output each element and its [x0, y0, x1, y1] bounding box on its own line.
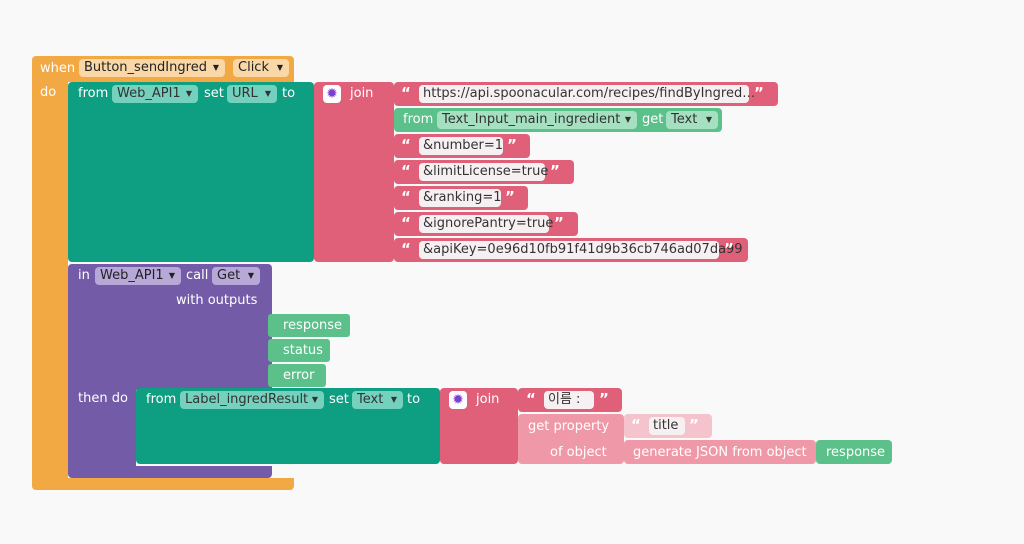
open-quote-icon: “ [401, 84, 411, 102]
close-quote-icon: ” [689, 416, 699, 434]
event-block-footer [32, 478, 294, 490]
chevron-down-icon: ▼ [264, 89, 271, 98]
close-quote-icon: ” [554, 214, 564, 232]
from-keyword: from [78, 86, 109, 101]
web-api-component-label: Web_API1 [117, 86, 181, 101]
chevron-down-icon: ▼ [212, 63, 219, 72]
event-block-body [32, 80, 68, 478]
to-keyword: to [407, 392, 421, 407]
with-outputs-label: with outputs [176, 293, 258, 308]
text-input-component-dropdown[interactable]: Text_Input_main_ingredient ▼ [437, 111, 637, 129]
set-url-block[interactable] [68, 82, 314, 262]
event-component-dropdown[interactable]: Button_sendIngred ▼ [79, 59, 225, 77]
label-component-label: Label_ingredResult [185, 392, 309, 407]
status-output-block[interactable] [268, 339, 330, 362]
label-property-label: Text [357, 392, 384, 407]
call-keyword: call [186, 268, 209, 283]
close-quote-icon: ” [507, 136, 517, 154]
close-quote-icon: ” [754, 84, 764, 102]
open-quote-icon: “ [401, 162, 411, 180]
close-quote-icon: ” [724, 240, 734, 258]
open-quote-icon: “ [401, 136, 411, 154]
event-name-label: Click [238, 60, 269, 75]
event-name-dropdown[interactable]: Click ▼ [233, 59, 289, 77]
response-output-label: response [283, 318, 343, 333]
response-variable-block[interactable] [816, 440, 892, 464]
open-quote-icon: “ [631, 416, 641, 434]
get-property-block[interactable] [518, 414, 624, 464]
property-name-text[interactable]: title [649, 417, 685, 435]
error-output-block[interactable] [268, 364, 326, 387]
label-component-dropdown[interactable]: Label_ingredResult ▼ [180, 391, 324, 409]
limit-license-text[interactable]: &limitLicense=true [419, 163, 548, 181]
set-keyword: set [204, 86, 224, 101]
call-component-dropdown[interactable]: Web_API1 ▼ [95, 267, 181, 285]
mutator-gear-icon[interactable]: ✹ [323, 85, 341, 103]
from-keyword: from [403, 112, 434, 127]
web-api-component-dropdown[interactable]: Web_API1 ▼ [112, 85, 198, 103]
url-join-block[interactable] [314, 82, 394, 262]
text-input-component-label: Text_Input_main_ingredient [442, 112, 621, 127]
close-quote-icon: ” [505, 188, 515, 206]
of-object-keyword: of object [550, 445, 607, 460]
ignore-pantry-text[interactable]: &ignorePantry=true [419, 215, 553, 233]
url-property-dropdown[interactable]: URL ▼ [227, 85, 277, 103]
web-api-get-body [68, 388, 136, 468]
open-quote-icon: “ [401, 240, 411, 258]
close-quote-icon: ” [550, 162, 560, 180]
chevron-down-icon: ▼ [168, 271, 175, 280]
event-component-label: Button_sendIngred [84, 60, 207, 75]
open-quote-icon: “ [401, 188, 411, 206]
text-property-label: Text [671, 112, 698, 127]
chevron-down-icon: ▼ [276, 63, 283, 72]
call-method-label: Get [217, 268, 241, 283]
chevron-down-icon: ▼ [705, 115, 712, 124]
to-keyword: to [282, 86, 296, 101]
web-api-get-block[interactable] [68, 264, 272, 390]
join-keyword: join [350, 86, 374, 101]
mutator-gear-icon[interactable]: ✹ [449, 391, 467, 409]
join-keyword: join [476, 392, 500, 407]
from-keyword: from [146, 392, 177, 407]
set-keyword: set [329, 392, 349, 407]
status-output-label: status [283, 343, 323, 358]
chevron-down-icon: ▼ [247, 271, 254, 280]
generate-json-keyword: generate JSON from object [633, 445, 807, 460]
api-key-text[interactable]: &apiKey=0e96d10fb91f41d9b36cb746ad07da99 [419, 241, 743, 259]
close-quote-icon: ” [599, 390, 609, 408]
url-base-text[interactable]: https://api.spoonacular.com/recipes/find… [419, 85, 755, 103]
chevron-down-icon: ▼ [185, 89, 192, 98]
when-keyword: when [40, 61, 76, 76]
open-quote-icon: “ [401, 214, 411, 232]
call-method-dropdown[interactable]: Get ▼ [212, 267, 260, 285]
then-do-keyword: then do [78, 391, 128, 406]
label-property-dropdown[interactable]: Text ▼ [352, 391, 403, 409]
web-api-get-footer [68, 466, 272, 478]
text-property-dropdown[interactable]: Text ▼ [666, 111, 718, 129]
call-component-label: Web_API1 [100, 268, 164, 283]
prefix-text[interactable]: 이름 : [544, 391, 594, 409]
chevron-down-icon: ▼ [390, 395, 397, 404]
url-property-label: URL [232, 86, 258, 101]
open-quote-icon: “ [526, 390, 536, 408]
response-variable-label: response [826, 445, 886, 460]
get-keyword: get [642, 112, 664, 127]
error-output-label: error [283, 368, 315, 383]
chevron-down-icon: ▼ [624, 115, 631, 124]
chevron-down-icon: ▼ [311, 395, 318, 404]
get-property-keyword: get property [528, 419, 610, 434]
in-keyword: in [78, 268, 90, 283]
number-text[interactable]: &number=1 [419, 137, 503, 155]
generate-json-block[interactable] [624, 440, 816, 464]
ranking-text[interactable]: &ranking=1 [419, 189, 501, 207]
do-keyword: do [40, 85, 57, 100]
response-output-block[interactable] [268, 314, 350, 337]
